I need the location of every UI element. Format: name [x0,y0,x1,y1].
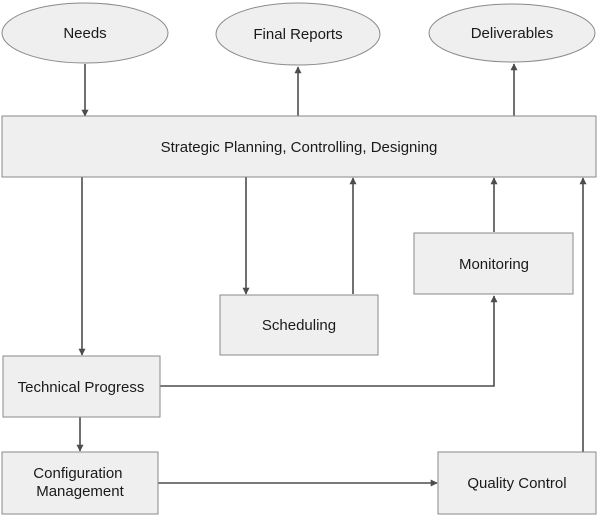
node-configuration-management-label: Configuration Management [33,465,126,500]
node-configuration-management: Configuration Management [1,451,159,515]
node-strategic-planning-label: Strategic Planning, Controlling, Designi… [161,139,438,156]
node-quality-control-label: Quality Control [467,475,566,492]
edges [76,63,587,487]
node-final-reports: Final Reports [215,2,381,66]
node-monitoring-label: Monitoring [459,256,529,273]
node-strategic-planning: Strategic Planning, Controlling, Designi… [1,115,597,178]
node-quality-control: Quality Control [437,451,597,515]
node-deliverables-label: Deliverables [471,25,554,42]
edge-technical-progress-to-monitoring [160,295,498,387]
node-scheduling: Scheduling [219,294,379,356]
node-monitoring: Monitoring [413,232,574,295]
node-configuration-management-label-line-1: Configuration [33,465,122,482]
node-configuration-management-label-line-2: Management [36,483,124,500]
node-deliverables: Deliverables [428,3,596,63]
node-technical-progress: Technical Progress [2,355,161,418]
node-technical-progress-label: Technical Progress [18,379,145,396]
node-final-reports-label: Final Reports [253,26,342,43]
node-needs-label: Needs [63,25,106,42]
node-scheduling-label: Scheduling [262,317,336,334]
node-needs: Needs [1,2,169,64]
